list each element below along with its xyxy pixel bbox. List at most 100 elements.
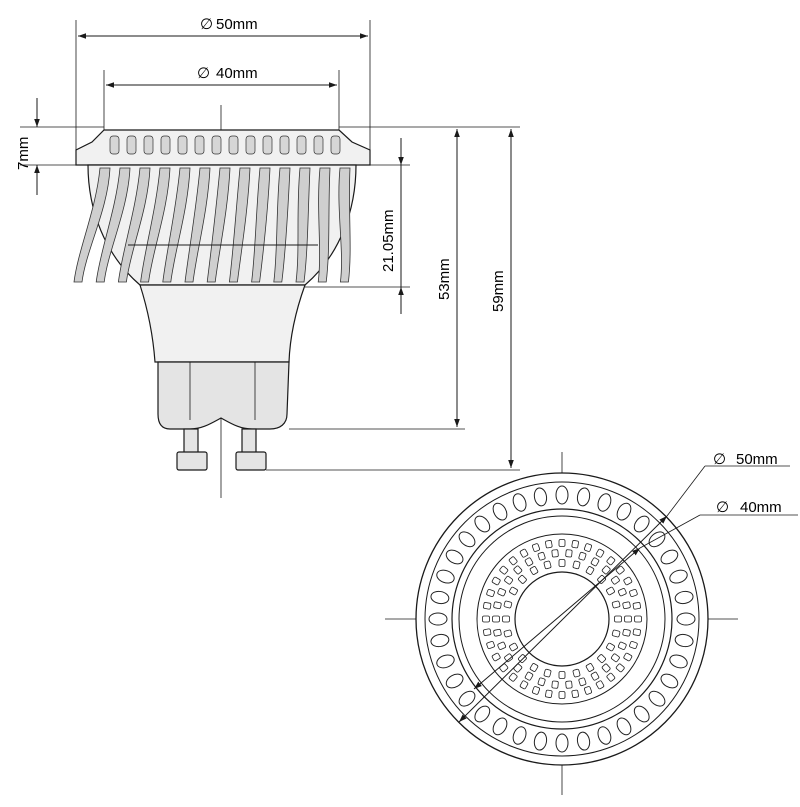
dim-inner-diameter-label: 40mm [216, 65, 258, 82]
led-cell [543, 560, 552, 570]
heatsink-fin [73, 167, 111, 283]
led-cell [483, 628, 492, 636]
led-cell [558, 539, 566, 547]
led-cell [493, 601, 502, 610]
led-cell [565, 680, 573, 689]
scallop-outer-circle [424, 481, 700, 757]
led-cell [551, 549, 559, 558]
rim-scallop [428, 612, 448, 626]
rim-scallop [669, 654, 688, 669]
led-cell [632, 602, 641, 610]
led-cell [503, 600, 513, 609]
dim-heatsink-height-label: 21.05mm [380, 209, 397, 272]
dim-top-outer-diameter-label: 50mm [736, 451, 778, 468]
rim-scallop [533, 731, 548, 751]
led-cell [632, 628, 641, 636]
pin-right-head [235, 451, 267, 471]
led-cell [622, 601, 631, 610]
rim-scallop [533, 487, 548, 507]
rim-scallop [674, 590, 694, 605]
reflector-outer-circle [451, 508, 673, 730]
led-cell [493, 628, 502, 637]
rim-scallop [512, 726, 527, 745]
led-cell [545, 689, 553, 698]
led-cell [551, 680, 559, 689]
gu10-base [157, 361, 290, 430]
rim-notch [313, 135, 324, 155]
led-cell [558, 559, 566, 567]
led-cell [634, 615, 642, 623]
led-cell [572, 668, 581, 678]
rim-scallop [430, 590, 450, 605]
rim-notch [296, 135, 307, 155]
heatsink-fin [338, 167, 351, 283]
rim-scallop [430, 633, 450, 648]
leader-top-inner [639, 514, 701, 549]
heatsink-fin [162, 167, 191, 283]
rim-scallop [674, 633, 694, 648]
led-cell [614, 615, 622, 623]
rim-notch [262, 135, 273, 155]
rim-notch [330, 135, 341, 155]
heatsink-fin [295, 167, 311, 283]
dim-total-height-label: 59mm [490, 270, 507, 312]
pin-left-head [176, 451, 208, 471]
led-cell [571, 689, 579, 698]
rim-scallop [669, 569, 688, 584]
heatsink-fin [140, 167, 171, 283]
dim-top-inner-diameter-label: 40mm [740, 499, 782, 516]
rim-notch [126, 135, 137, 155]
heatsink-fin [251, 167, 271, 283]
heatsink-fin [228, 167, 251, 283]
dim-outer-diameter-label: 50mm [216, 16, 258, 33]
heatsink-fin [95, 167, 131, 283]
rim-notch [228, 135, 239, 155]
pin-right-shaft [241, 428, 257, 454]
heatsink-fins [73, 167, 351, 283]
diameter-symbol-outer: ∅ [200, 16, 213, 33]
rim-notch [177, 135, 188, 155]
rim-notch [279, 135, 290, 155]
heatsink-fin [117, 167, 151, 283]
heatsink-fin [317, 167, 331, 283]
led-cell [611, 600, 621, 609]
led-cell [502, 615, 510, 623]
dim-top-inner-diameter-line [473, 547, 641, 690]
side-view [73, 105, 371, 498]
rim-scallop [512, 493, 527, 512]
led-cell [543, 668, 552, 678]
heatsink-fin [273, 167, 291, 283]
rim-scallop [576, 487, 591, 507]
rim-notch [211, 135, 222, 155]
top-view: ∅ 50mm ∅ 40mm [385, 451, 798, 795]
rim-scallops [428, 485, 696, 753]
heatsink-fin [206, 167, 231, 283]
diameter-symbol-top-inner: ∅ [716, 499, 729, 516]
led-cell [482, 615, 490, 623]
diameter-symbol-top-outer: ∅ [713, 451, 726, 468]
rim-notch [194, 135, 205, 155]
diameter-symbol-inner: ∅ [197, 65, 210, 82]
led-cell [571, 540, 579, 549]
rim-scallop [436, 569, 455, 584]
led-cell [565, 549, 573, 558]
pin-left-shaft [183, 428, 199, 454]
rim-notches [109, 135, 341, 155]
led-cell [624, 615, 632, 623]
led-cell [492, 615, 500, 623]
dim-body-height-label: 53mm [436, 258, 453, 300]
rim-scallop [676, 612, 696, 626]
led-cell [622, 628, 631, 637]
led-cell [558, 691, 566, 699]
rim-notch [143, 135, 154, 155]
rim-scallop [576, 731, 591, 751]
led-cell [483, 602, 492, 610]
led-cell [572, 560, 581, 570]
rim-notch [160, 135, 171, 155]
rim-scallop [555, 485, 569, 505]
led-cell [545, 540, 553, 549]
rim-scallop [597, 493, 612, 512]
rim-notch [245, 135, 256, 155]
led-cell [611, 629, 621, 638]
